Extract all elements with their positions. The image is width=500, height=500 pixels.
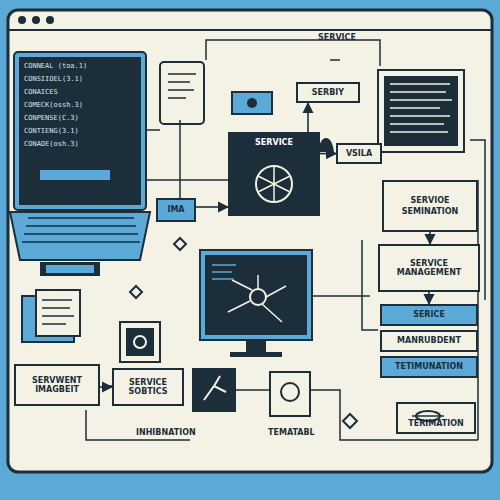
code-line: CONSIIOEL(3.1) (24, 75, 83, 83)
process-box: MANRUBDENT (380, 330, 478, 352)
connector-arrow (320, 153, 336, 155)
node-text: SERICE (413, 310, 445, 319)
node-text: SERVICE (255, 138, 293, 147)
process-box: SERVWENT IMAGBEIT (14, 364, 100, 406)
process-box: VSILA (336, 143, 382, 164)
code-line: CONNEAL (toa.1) (24, 62, 87, 70)
node-text: SERVIOE (411, 196, 450, 205)
code-line: CONPENSE(C.3) (24, 114, 79, 122)
code-line: CONTIENG(3.1) (24, 127, 79, 135)
node-text: SERVICE MANAGEMENT (384, 259, 474, 277)
node-text: TETIMUNATION (395, 362, 463, 371)
connector-arrow (428, 292, 430, 304)
process-box: SERICE (380, 304, 478, 326)
label-text: INHIBNATION (136, 428, 196, 437)
node-text: IMA (167, 205, 184, 214)
process-box: SERVIOE SEMINATION (382, 180, 478, 232)
code-line: COMECK(ossh.3) (24, 101, 83, 109)
node-text: TERIMATION (408, 419, 464, 428)
process-box: SERBIY (296, 82, 360, 103)
label-text: SERVICE (318, 33, 356, 42)
code-line: CONAICES (24, 88, 58, 96)
code-line: CONAOE(osh.3) (24, 140, 79, 148)
node-text: SERVWENT IMAGBEIT (20, 376, 94, 394)
connector-arrow (307, 103, 309, 132)
node-text: MANRUBDENT (397, 336, 461, 345)
connector-arrow (429, 232, 431, 244)
node-text: SERBIY (312, 88, 344, 97)
node-text: SEMINATION (402, 207, 458, 216)
connector-arrow (100, 386, 112, 388)
process-box: SERVICE SOBTICS (112, 368, 184, 406)
connector-arrow (196, 206, 228, 208)
label-text: TEMATABL (268, 428, 315, 437)
node-text: SERVICE SOBTICS (118, 378, 178, 396)
node-text: VSILA (346, 149, 372, 158)
process-box: SERVICE MANAGEMENT (378, 244, 480, 292)
process-box: TERIMATION (396, 402, 476, 434)
process-box: IMA (156, 198, 196, 222)
process-box: SERVICE (228, 132, 320, 216)
process-box: TETIMUNATION (380, 356, 478, 378)
